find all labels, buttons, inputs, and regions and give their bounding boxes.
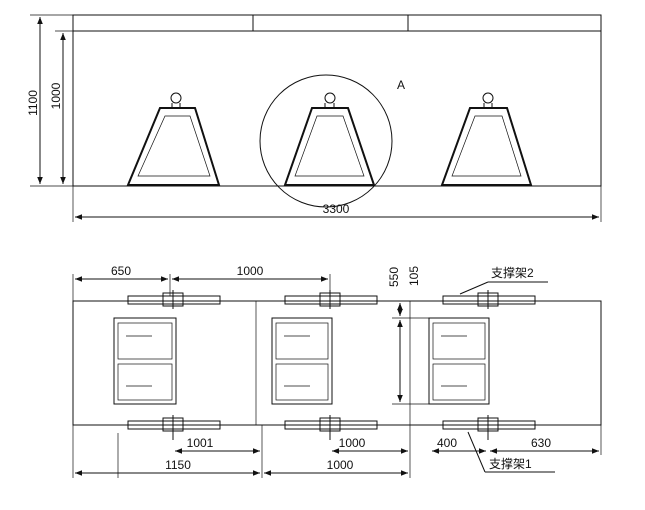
dim-1100: 1100 — [26, 90, 40, 116]
concrete-block-plan-1 — [113, 317, 177, 405]
top-cover-strip — [72, 14, 602, 32]
dim-630: 630 — [531, 436, 551, 450]
detail-circle-a — [259, 74, 393, 208]
support-frame-2-row — [127, 290, 536, 309]
detail-label-a: A — [397, 78, 405, 92]
plan-body-outline — [72, 300, 602, 426]
dim-650: 650 — [111, 264, 131, 278]
label-support-frame-2: 支撑架2 — [491, 265, 534, 280]
concrete-block-front-1 — [126, 92, 221, 186]
dim-1150: 1150 — [165, 458, 191, 472]
plan-view: 650 1000 550 105 支撑架2 1001 1000 400 630 … — [72, 264, 602, 478]
dim-1000-top: 1000 — [237, 264, 264, 278]
dim-400: 400 — [437, 436, 457, 450]
dim-1000-b: 1000 — [327, 458, 354, 472]
concrete-block-plan-2 — [271, 317, 333, 405]
label-support-frame-1: 支撑架1 — [489, 456, 532, 471]
dim-1000-a: 1000 — [339, 436, 366, 450]
dim-3300: 3300 — [323, 202, 350, 216]
concrete-block-plan-3 — [428, 317, 490, 405]
dim-105: 105 — [407, 266, 421, 286]
dim-1000-vertical: 1000 — [49, 82, 63, 109]
front-view: A 1100 1000 3300 — [26, 14, 602, 222]
support-frame-1-row — [127, 415, 536, 440]
dim-550: 550 — [387, 267, 401, 287]
concrete-block-front-2 — [283, 92, 376, 186]
dim-1001: 1001 — [187, 436, 214, 450]
concrete-block-front-3 — [440, 92, 533, 186]
